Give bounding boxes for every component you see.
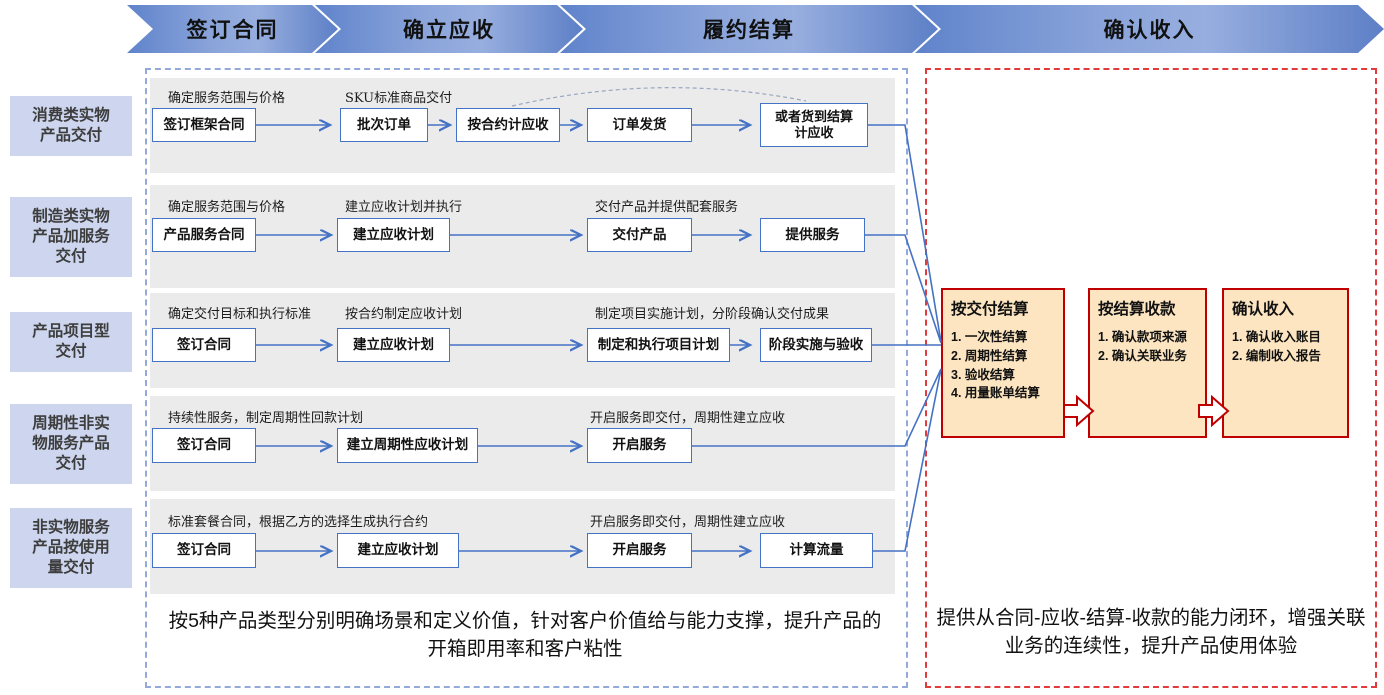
flow-box: 签订框架合同 (152, 108, 256, 142)
annotation: 建立应收计划并执行 (345, 200, 463, 215)
settlement-box-by-delivery: 按交付结算 1. 一次性结算 2. 周期性结算 3. 验收结算 4. 用量账单结… (941, 288, 1065, 438)
stage-label: 签订合同 (186, 19, 279, 42)
annotation: 开启服务即交付，周期性建立应收 (590, 411, 786, 426)
settlement-item: 4. 用量账单结算 (951, 386, 1040, 401)
flow-box: 订单发货 (587, 108, 692, 142)
annotation: 确定服务范围与价格 (168, 91, 286, 106)
flow-box: 产品服务合同 (152, 218, 256, 252)
flow-box: 签订合同 (152, 328, 256, 362)
row-label-project: 产品项目型 交付 (10, 312, 132, 372)
flow-box: 开启服务 (587, 428, 692, 463)
annotation: 确定服务范围与价格 (168, 200, 286, 215)
right-panel-caption: 提供从合同-应收-结算-收款的能力闭环，增强关联业务的连续性，提升产品使用体验 (936, 607, 1366, 658)
row-label-periodic-service: 周期性非实 物服务产品 交付 (10, 404, 132, 484)
flow-box: 批次订单 (340, 108, 428, 142)
flow-box: 建立应收计划 (337, 218, 450, 252)
settlement-item: 3. 验收结算 (951, 367, 1015, 382)
stage-chevron-sign-contract: 签订合同 (127, 5, 338, 53)
flow-box: 签订合同 (152, 428, 256, 463)
settlement-item: 1. 一次性结算 (951, 330, 1028, 344)
flow-box: 建立应收计划 (337, 533, 459, 568)
stage-label: 确认收入 (1103, 19, 1196, 42)
flow-box: 建立应收计划 (337, 328, 450, 362)
row-label-consumer-physical: 消费类实物 产品交付 (10, 96, 132, 156)
flow-box: 计算流量 (760, 533, 873, 568)
settlement-box-confirm-revenue: 确认收入 1. 确认收入账目 2. 编制收入报告 (1222, 288, 1349, 438)
left-panel-caption: 按5种产品类型分别明确场景和定义价值，针对客户价值给与能力支撑，提升产品的开箱即… (168, 610, 882, 661)
settlement-item: 1. 确认款项来源 (1098, 330, 1187, 344)
flow-box: 建立周期性应收计划 (337, 428, 478, 463)
settlement-item: 2. 确认关联业务 (1098, 348, 1187, 363)
settlement-title: 确认收入 (1232, 301, 1295, 318)
row-label-manufacturing: 制造类实物 产品加服务 交付 (10, 197, 132, 277)
flow-box: 交付产品 (587, 218, 692, 252)
settlement-title: 按交付结算 (951, 301, 1029, 318)
annotation: 持续性服务，制定周期性回款计划 (168, 411, 364, 426)
stage-label: 确立应收 (403, 19, 495, 42)
annotation: SKU标准商品交付 (345, 91, 453, 106)
flow-box: 或者货到结算 计应收 (760, 103, 868, 147)
stage-chevron-establish-receivable: 确立应收 (315, 5, 583, 53)
flow-box: 按合约计应收 (456, 108, 560, 142)
flow-box: 阶段实施与验收 (760, 328, 872, 362)
settlement-item: 1. 确认收入账目 (1232, 330, 1321, 344)
flow-box: 开启服务 (587, 533, 692, 568)
flow-box: 制定和执行项目计划 (587, 328, 730, 362)
stage-label: 履约结算 (703, 19, 795, 42)
row-label-usage-based: 非实物服务 产品按使用 量交付 (10, 508, 132, 588)
flow-box: 提供服务 (760, 218, 865, 252)
annotation: 按合约制定应收计划 (345, 307, 463, 322)
settlement-item: 2. 周期性结算 (951, 348, 1028, 363)
settlement-title: 按结算收款 (1098, 301, 1176, 318)
annotation: 交付产品并提供配套服务 (595, 200, 739, 215)
settlement-box-collect-payment: 按结算收款 1. 确认款项来源 2. 确认关联业务 (1088, 288, 1207, 438)
flow-box: 签订合同 (152, 533, 256, 568)
annotation: 确定交付目标和执行标准 (168, 307, 312, 322)
stage-chevron-confirm-revenue: 确认收入 (915, 5, 1384, 53)
annotation: 标准套餐合同，根据乙方的选择生成执行合约 (168, 515, 429, 530)
annotation: 制定项目实施计划，分阶段确认交付成果 (595, 307, 830, 322)
settlement-item: 2. 编制收入报告 (1232, 348, 1321, 363)
stage-chevron-settlement: 履约结算 (560, 5, 938, 53)
annotation: 开启服务即交付，周期性建立应收 (590, 515, 786, 530)
